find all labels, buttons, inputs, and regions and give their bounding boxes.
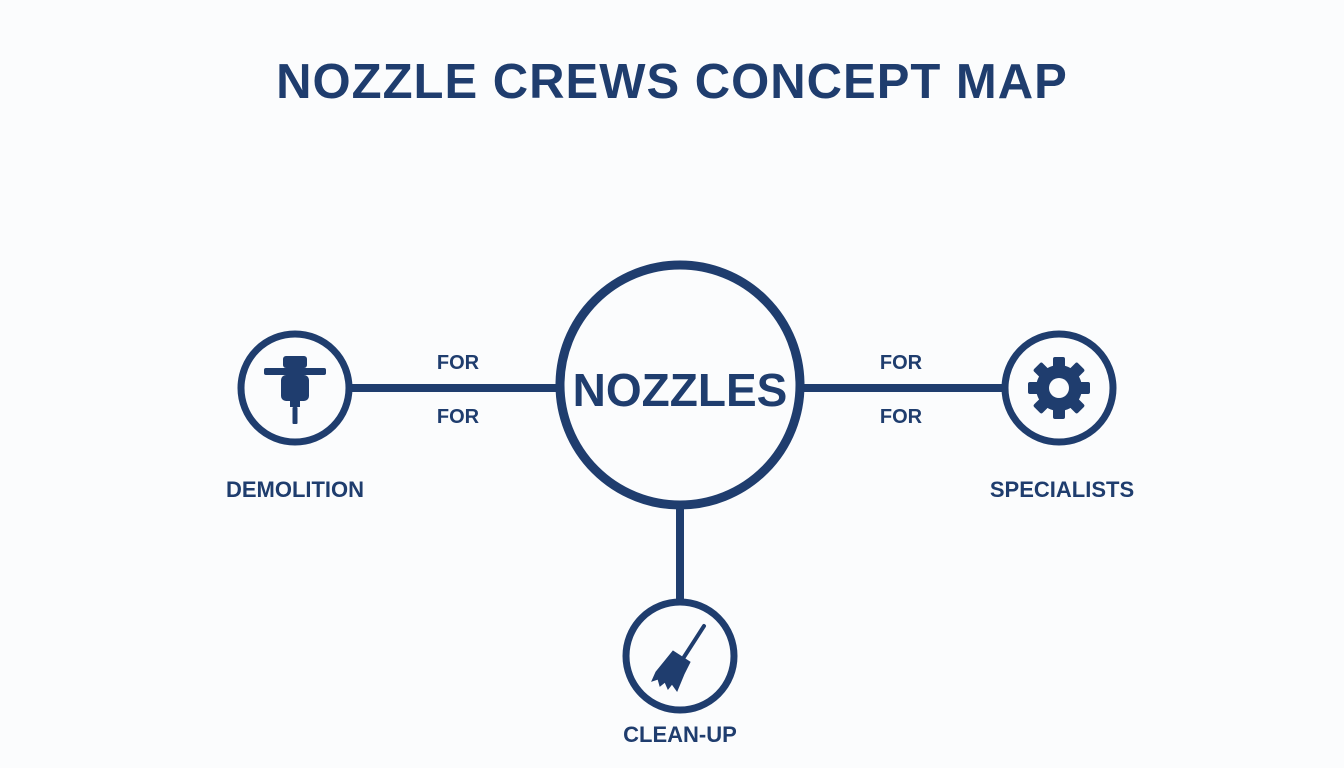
cleanup-node-circle bbox=[622, 598, 738, 714]
edge-label-right-bottom: FOR bbox=[879, 406, 923, 428]
specialists-node-label: SPECIALISTS bbox=[989, 477, 1135, 502]
edge-label-left-bottom: FOR bbox=[436, 406, 480, 428]
gear-icon bbox=[1028, 357, 1090, 419]
center-node-circle bbox=[555, 260, 805, 510]
edge-label-left-top: FOR bbox=[436, 352, 480, 374]
cleanup-node-label: CLEAN-UP bbox=[623, 722, 737, 747]
demolition-node-circle bbox=[237, 330, 353, 446]
broom-icon bbox=[651, 624, 706, 693]
demolition-node-label: DEMOLITION bbox=[225, 477, 365, 502]
edge-label-right-top: FOR bbox=[879, 352, 923, 374]
specialists-node-circle bbox=[1001, 330, 1117, 446]
center-node-label: NOZZLES bbox=[572, 364, 788, 416]
map-title: NOZZLE CREWS CONCEPT MAP bbox=[276, 55, 1068, 109]
jackhammer-icon bbox=[264, 356, 326, 424]
